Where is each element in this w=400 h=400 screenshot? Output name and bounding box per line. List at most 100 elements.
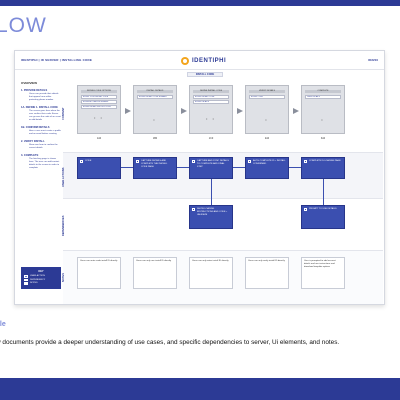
note-text: Users can only enter install ID directly xyxy=(192,260,229,262)
arrow-right-icon xyxy=(125,108,131,114)
user-action-box[interactable]: CODE xyxy=(77,157,121,179)
action-text: COMPLETE IS LOADING PAGE xyxy=(309,160,341,162)
screen-title: DEFINE INSTALL CODE xyxy=(193,90,229,93)
lane-dependencies: DEPENDENCIES xyxy=(62,198,383,250)
tab-install-code[interactable]: INSTALL CODE xyxy=(187,72,223,77)
legend-item: NOTES xyxy=(24,282,58,285)
pagination-dots-icon: • xyxy=(321,116,325,122)
note-text: Users can only verify install ID directl… xyxy=(248,260,285,262)
dependency-text: SHOW LOADING INSTRUCTIONS AND CODE + VAL… xyxy=(197,208,228,216)
note-text: Users can enter code install ID directly xyxy=(80,260,118,262)
action-text: CAPTURE AND SYNC DETAILS TO COMPLETE AND… xyxy=(197,160,229,168)
legend-item: DEPENDENCY xyxy=(24,278,58,281)
user-action-box[interactable]: CAPTURE AND SYNC DETAILS TO COMPLETE AND… xyxy=(189,157,233,179)
step-heading: 3. COMPLETE xyxy=(21,154,39,157)
checkbox-icon xyxy=(192,208,195,211)
pagination-dots-icon: • • xyxy=(206,115,216,121)
lane-label: DEPENDENCIES xyxy=(62,215,65,237)
legend-swatch xyxy=(24,282,28,285)
screen-label: 1B0 xyxy=(152,137,158,140)
lane-label: USER ACTIONS xyxy=(62,167,65,187)
document-code: ID2210 xyxy=(368,58,378,62)
screen-mockup[interactable]: DEFINE INSTALL CODE ENTER INSTALL CODE E… xyxy=(189,85,233,134)
lane-label: CONTENT xyxy=(62,107,65,121)
screen-field: ENTER YOUR INSTALL CODE xyxy=(81,95,117,99)
screen-mockup[interactable]: COMPLETE USER DETAILS • xyxy=(301,85,345,134)
step-heading: 2. VERIFY INSTALL xyxy=(21,140,45,143)
screen-field: ENTER INSTALL CODE NUMBER xyxy=(137,95,173,99)
lane-label: NOTES xyxy=(62,273,65,283)
checkbox-icon xyxy=(304,208,307,211)
step-text: Show one form to confirm the correct det… xyxy=(29,144,58,149)
legend-item: USER ACTION xyxy=(24,275,58,278)
legend-swatch xyxy=(24,275,28,278)
checkbox-icon xyxy=(248,160,251,163)
sidebar-title: OVERVIEW xyxy=(21,81,38,85)
step-text: The screen goes here when the user verif… xyxy=(29,110,61,121)
page-title: LOW xyxy=(0,14,47,37)
screen-label: 2A0 xyxy=(264,137,270,140)
note-text: User is prompted to add account details … xyxy=(304,260,336,268)
user-action-box[interactable]: AUTH COMPLETE ID + INSTALL CONFIRMED xyxy=(245,157,289,179)
note-card: User is prompted to add account details … xyxy=(301,257,345,289)
pagination-dots-icon: • xyxy=(265,116,269,122)
legend-label: NOTES xyxy=(30,282,38,285)
screen-field: ENTER INSTALL CODE xyxy=(193,95,229,99)
swimlanes: CONTENT USER ACTIONS DEPENDENCIES NOTES … xyxy=(62,79,383,304)
step-heading: 1A. DEFINE 1. INSTALL CODE xyxy=(21,106,58,109)
dependency-text: PROMPT TO USE DETAILS xyxy=(309,208,337,210)
bottom-accent-bar xyxy=(0,378,400,400)
user-action-box[interactable]: CAPTURE DETAILS AND COMPLETE THE INSTALL… xyxy=(133,157,177,179)
step-text: Users can provide their details that app… xyxy=(29,93,59,101)
note-card: Users can enter code install ID directly xyxy=(77,257,121,289)
legend-swatch xyxy=(24,278,28,281)
action-text: CAPTURE DETAILS AND COMPLETE THE INSTALL… xyxy=(141,160,168,168)
screen-mockup[interactable]: VERIFY DETAILS ENTER CODE • xyxy=(245,85,289,134)
screen-mockup[interactable]: INSTALL DETAILS ENTER INSTALL CODE NUMBE… xyxy=(133,85,177,134)
note-card: Users can only use install ID directly xyxy=(133,257,177,289)
document-header: IDENTIPHI | ID SERVER | INSTALLING CODE … xyxy=(15,51,384,70)
legend-title: KEY xyxy=(38,270,44,273)
screen-field: ENTER ACTIVATION NUMBER xyxy=(81,100,117,104)
flow-document: IDENTIPHI | ID SERVER | INSTALLING CODE … xyxy=(14,50,385,305)
screen-field: USER DETAILS xyxy=(305,95,341,99)
section-title: ale xyxy=(0,321,6,328)
arrow-right-icon xyxy=(293,108,299,114)
note-card: Users can only verify install ID directl… xyxy=(245,257,289,289)
legend-label: DEPENDENCY xyxy=(30,278,46,281)
brand-logo: IDENTIPHI xyxy=(181,56,226,66)
action-text: CODE xyxy=(85,160,92,162)
pagination-dots-icon: • xyxy=(153,116,157,122)
step-heading: 1B. CONFIRM DETAILS xyxy=(21,126,50,129)
checkbox-icon xyxy=(136,160,139,163)
checkbox-icon xyxy=(192,160,195,163)
step-text: Here a user must create a profile and an… xyxy=(29,130,61,135)
note-text: Users can only use install ID directly xyxy=(136,260,172,262)
step-heading: 1. PROVIDE DETAILS xyxy=(21,89,48,92)
screen-mockup[interactable]: INSTALL CODE OPTIONS ENTER YOUR INSTALL … xyxy=(77,85,121,134)
brand-icon xyxy=(181,57,189,65)
caption-text: w documents provide a deeper understandi… xyxy=(0,339,340,346)
screen-label: 1C0 xyxy=(208,137,214,140)
breadcrumb[interactable]: IDENTIPHI | ID SERVER | INSTALLING CODE xyxy=(21,58,93,62)
arrow-right-icon xyxy=(237,108,243,114)
screen-label: 1A0 xyxy=(96,137,102,140)
screen-field: ENTER DETAILS xyxy=(193,100,229,104)
checkbox-icon xyxy=(304,160,307,163)
screen-title: INSTALL CODE OPTIONS xyxy=(81,90,117,93)
note-card: Users can only enter install ID directly xyxy=(189,257,233,289)
step-text: The finishing page is shown here. The us… xyxy=(29,158,60,169)
legend-key: KEY USER ACTION DEPENDENCY NOTES xyxy=(21,267,61,289)
user-action-box[interactable]: COMPLETE IS LOADING PAGE xyxy=(301,157,345,179)
screen-title: VERIFY DETAILS xyxy=(249,90,285,93)
screen-field: ENTER CODE xyxy=(249,95,285,99)
arrow-right-icon xyxy=(181,108,187,114)
dependency-box[interactable]: SHOW LOADING INSTRUCTIONS AND CODE + VAL… xyxy=(189,205,233,229)
dependency-box[interactable]: PROMPT TO USE DETAILS xyxy=(301,205,345,229)
